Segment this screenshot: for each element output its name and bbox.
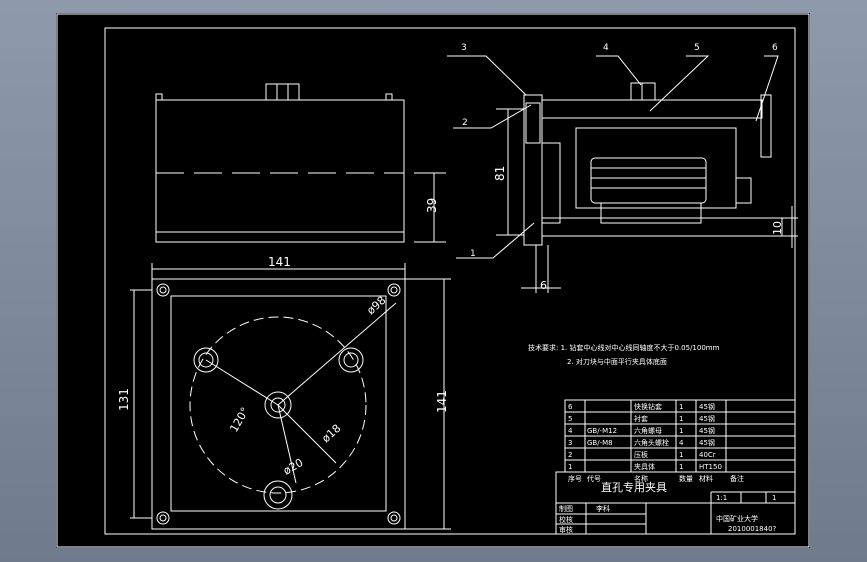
- bom-cell-mat: 45钢: [699, 414, 715, 423]
- callout-1: 1: [470, 249, 476, 259]
- bom-cell-no: 1: [568, 463, 572, 471]
- inner-frame: [104, 27, 796, 535]
- dim-131: 131: [117, 388, 131, 411]
- dim-39: 39: [425, 198, 439, 213]
- bom-cell-mat: 45钢: [699, 426, 715, 435]
- dim-angle-120: 120°: [227, 405, 252, 434]
- drawing-canvas: 39 81 10 6: [56, 13, 810, 548]
- dim-dia-20: ø20: [281, 456, 305, 478]
- dim-141-horizontal: 141: [268, 255, 291, 269]
- callout-3: 3: [461, 43, 467, 53]
- bom-cell-no: 3: [568, 439, 572, 447]
- dim-81: 81: [493, 166, 507, 181]
- tech-note-2: 2. 对刀块与中面平行夹具体底面: [567, 357, 667, 366]
- bom-header-note: 备注: [730, 474, 744, 483]
- bom-cell-qty: 1: [679, 427, 683, 435]
- bom-cell-qty: 1: [679, 463, 683, 471]
- callout-6: 6: [772, 43, 778, 53]
- front-view: 39: [155, 83, 446, 243]
- school-name: 中国矿业大学: [716, 514, 758, 523]
- bom-cell-mat: 40Cr: [699, 451, 716, 459]
- bom-cell-code: GB/-M12: [587, 427, 617, 435]
- bom-cell-no: 2: [568, 451, 572, 459]
- bom-cell-name: 夹具体: [634, 462, 655, 471]
- bom-cell-mat: HT150: [699, 463, 722, 471]
- bom-cell-no: 6: [568, 403, 573, 411]
- bom-rows: 6 快换钻套 1 45钢 5 衬套 1 45钢 4 GB/-M12 六角螺母 1 45钢 3 GB/-M8 六…: [568, 402, 744, 483]
- bom-cell-name: 压板: [634, 450, 648, 459]
- scale-value: 1:1: [716, 494, 727, 502]
- outer-frame: [56, 13, 810, 548]
- bom-header-name: 名称: [634, 474, 648, 483]
- bom-cell-mat: 45钢: [699, 438, 715, 447]
- approver-label: 审核: [559, 525, 573, 534]
- callout-5: 5: [694, 43, 700, 53]
- drawing-title: 直孔专用夹具: [601, 480, 667, 494]
- bom-cell-no: 5: [568, 415, 572, 423]
- sheet-number: 1: [772, 494, 776, 502]
- bom-cell-qty: 1: [679, 451, 683, 459]
- checker-label: 校核: [559, 515, 573, 524]
- designer-name: 李科: [596, 504, 610, 513]
- side-view: 81 10 6 3 4 5 6 2 1: [447, 43, 798, 293]
- top-view: 141 131 141 ø98 ø18 120° ø20: [117, 255, 451, 530]
- bom-cell-name: 快换钻套: [634, 402, 662, 411]
- dim-dia-98: ø98: [364, 294, 388, 318]
- designer-label: 制图: [559, 504, 573, 513]
- bom-cell-qty: 1: [679, 403, 683, 411]
- bom-header-qty: 数量: [679, 474, 693, 483]
- dim-141-vertical: 141: [435, 390, 449, 413]
- bom-header-mat: 材料: [699, 474, 713, 483]
- bom-cell-name: 六角头螺栓: [634, 438, 669, 447]
- drawing-number: 2010001840?: [728, 525, 777, 533]
- dim-dia-18: ø18: [319, 422, 343, 446]
- dim-6: 6: [540, 279, 547, 292]
- bom-cell-mat: 45钢: [699, 402, 715, 411]
- bom-cell-qty: 4: [679, 439, 684, 447]
- bom-cell-code: GB/-M8: [587, 439, 613, 447]
- bom-cell-qty: 1: [679, 415, 683, 423]
- drawing-sheet: 39 81 10 6: [56, 13, 810, 548]
- callout-4: 4: [603, 43, 609, 53]
- bom-cell-name: 六角螺母: [634, 426, 662, 435]
- bom-header-no: 序号: [568, 474, 582, 483]
- bom-cell-no: 4: [568, 427, 573, 435]
- callout-2: 2: [462, 118, 468, 128]
- bom-header-code: 代号: [587, 474, 601, 483]
- tech-note-1: 技术要求: 1. 钻套中心线对中心线同轴度不大于0.05/100mm: [528, 343, 720, 352]
- dim-10: 10: [771, 221, 784, 235]
- bom-cell-name: 衬套: [634, 414, 648, 423]
- title-block: 直孔专用夹具 制图 李科 校核 审核 1:1 1 中国矿业大学 20100018…: [555, 471, 796, 535]
